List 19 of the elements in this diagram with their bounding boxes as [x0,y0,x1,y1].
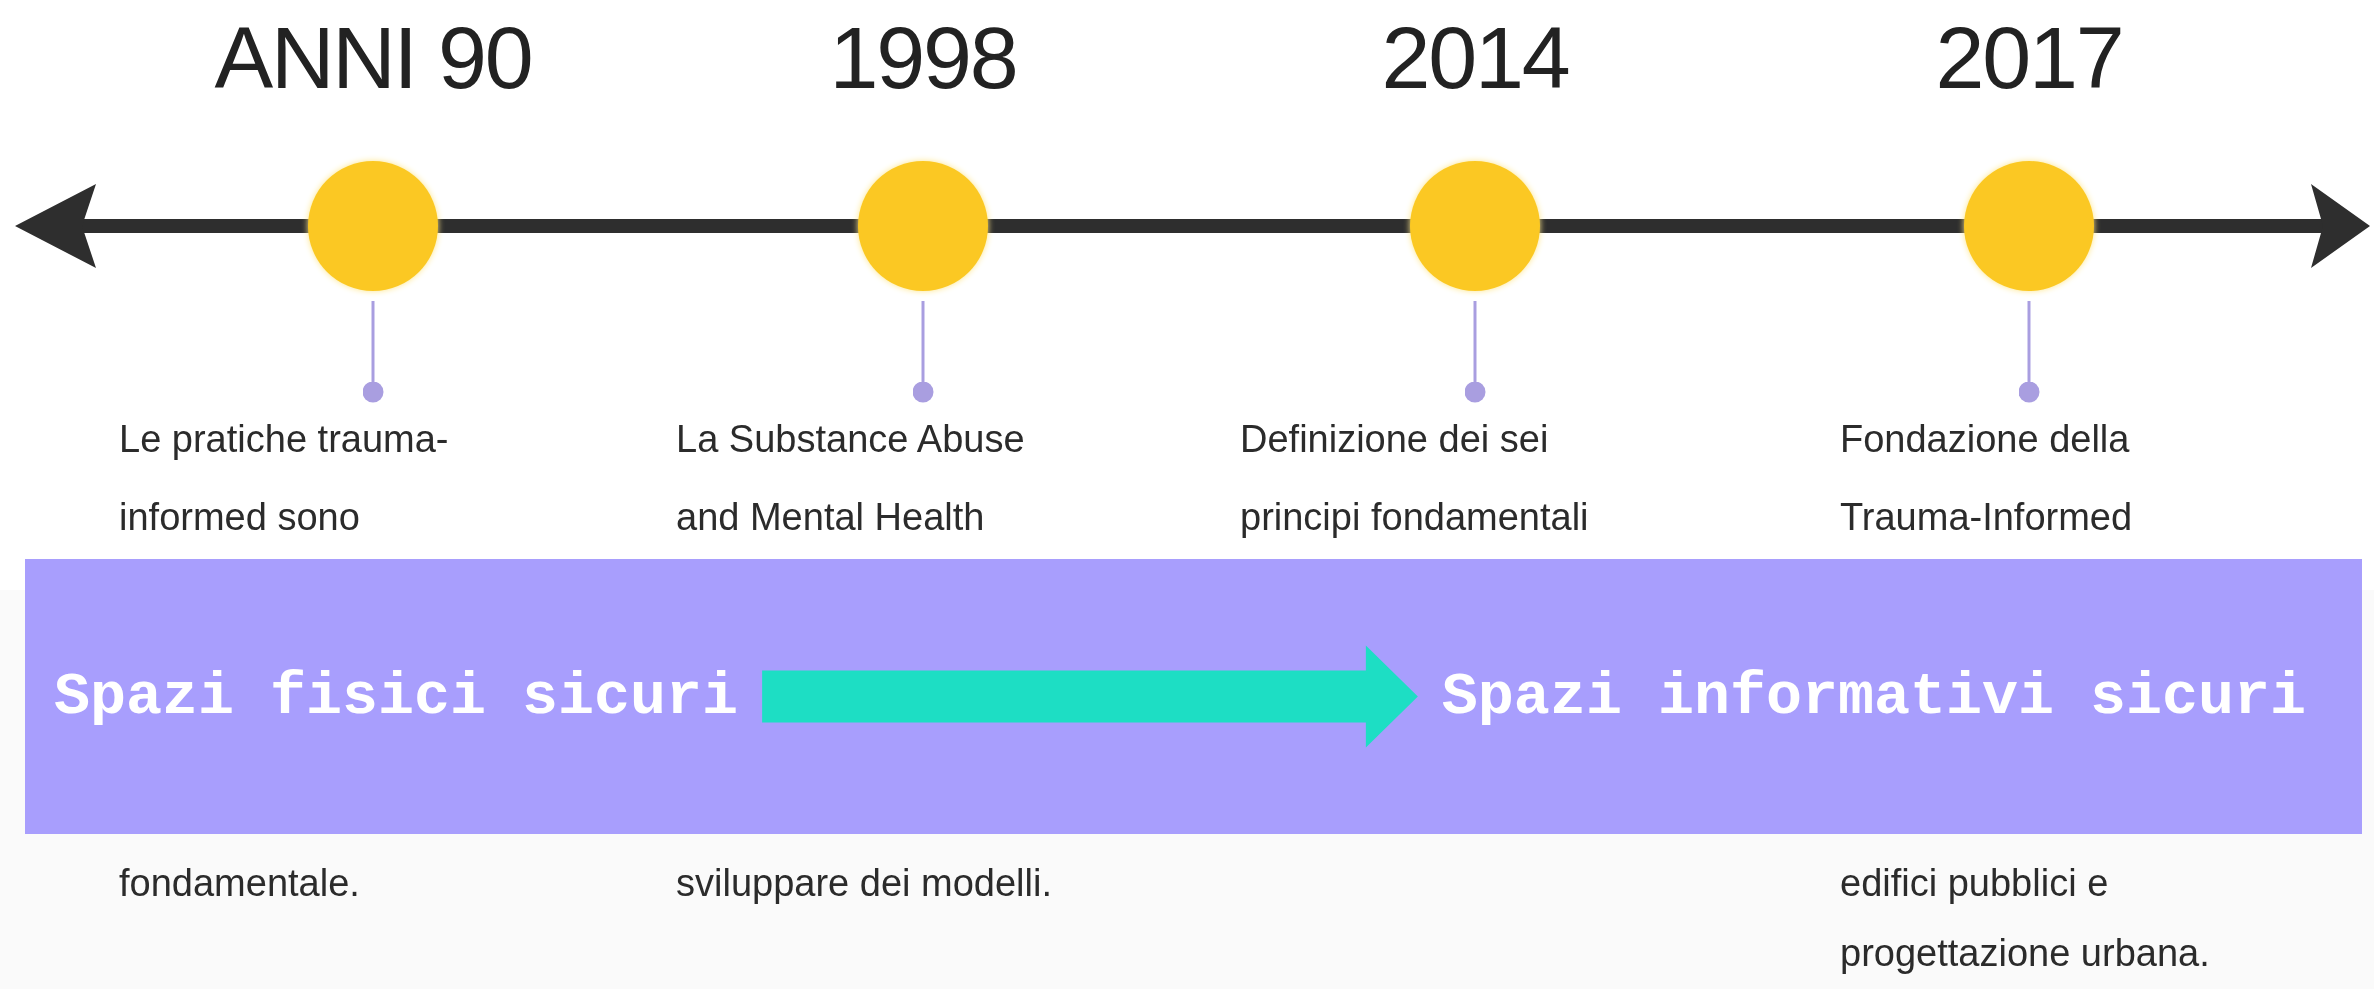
event-description: La Substance Abuse and Mental Health [676,417,1026,540]
year-label: 2017 [1935,8,2123,108]
connector-stem [912,301,934,403]
connector-stem [1464,301,1486,403]
event-description: fondamentale. [119,861,361,906]
connector-stem [2018,301,2040,403]
year-label: ANNI 90 [214,8,532,108]
event-description: edifici pubblici e progettazione urbana. [1840,861,2211,976]
connector-stem [362,301,384,403]
banner [25,559,2362,834]
banner-text: Spazi fisici sicuri [54,661,739,732]
event-description: Le pratiche trauma- informed sono [119,417,450,540]
event-description: Fondazione della Trauma-Informed [1840,417,2134,540]
banner-text: Spazi informativi sicuri [1441,661,2306,732]
event-description: sviluppare dei modelli. [676,861,1053,906]
year-label: 2014 [1381,8,1569,108]
block-arrow [762,645,1418,748]
event-description: Definizione dei sei principi fondamentali [1240,417,1590,540]
year-label: 1998 [829,8,1017,108]
